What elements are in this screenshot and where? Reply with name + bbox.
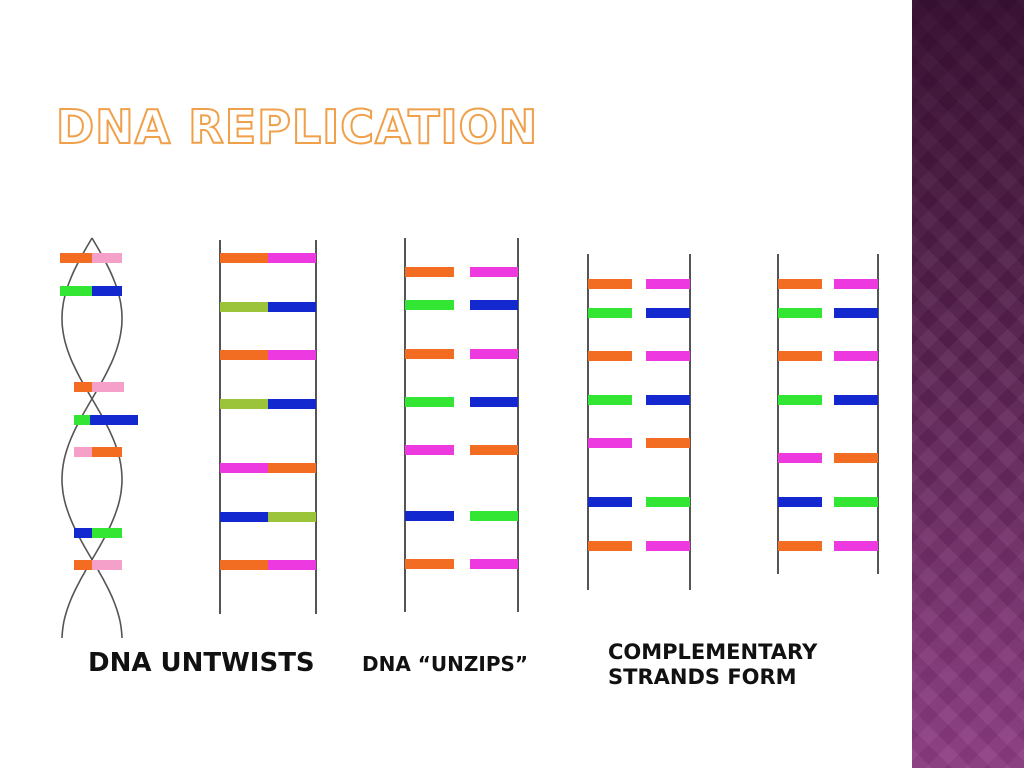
caption-dna-unzips: DNA “UNZIPS” [362, 652, 529, 676]
caption-complementary-strands: COMPLEMENTARY STRANDS FORM [608, 640, 868, 690]
helix-strand-left [61, 237, 123, 639]
helix-strand-right [61, 237, 123, 639]
decorative-side-band [912, 0, 1024, 768]
slide-title: DNA REPLICATION [55, 99, 539, 155]
caption-complementary-line2: STRANDS FORM [608, 665, 797, 690]
dna-replication-diagram [60, 237, 879, 639]
caption-complementary-line1: COMPLEMENTARY [608, 640, 818, 664]
caption-dna-untwists: DNA UNTWISTS [88, 648, 315, 678]
